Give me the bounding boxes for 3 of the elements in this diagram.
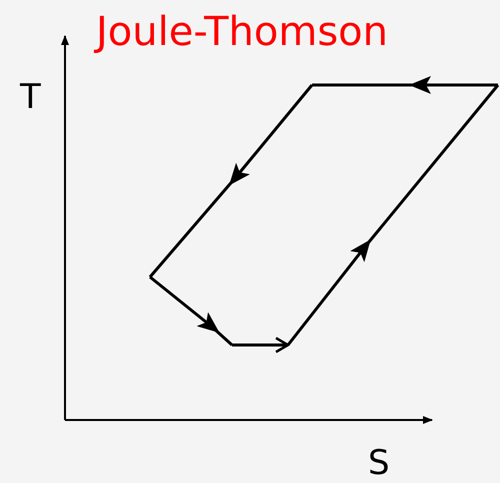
- axis-label: T: [20, 80, 41, 114]
- diagram-title: Joule-Thomson: [96, 12, 388, 52]
- axis-label: S: [368, 446, 390, 480]
